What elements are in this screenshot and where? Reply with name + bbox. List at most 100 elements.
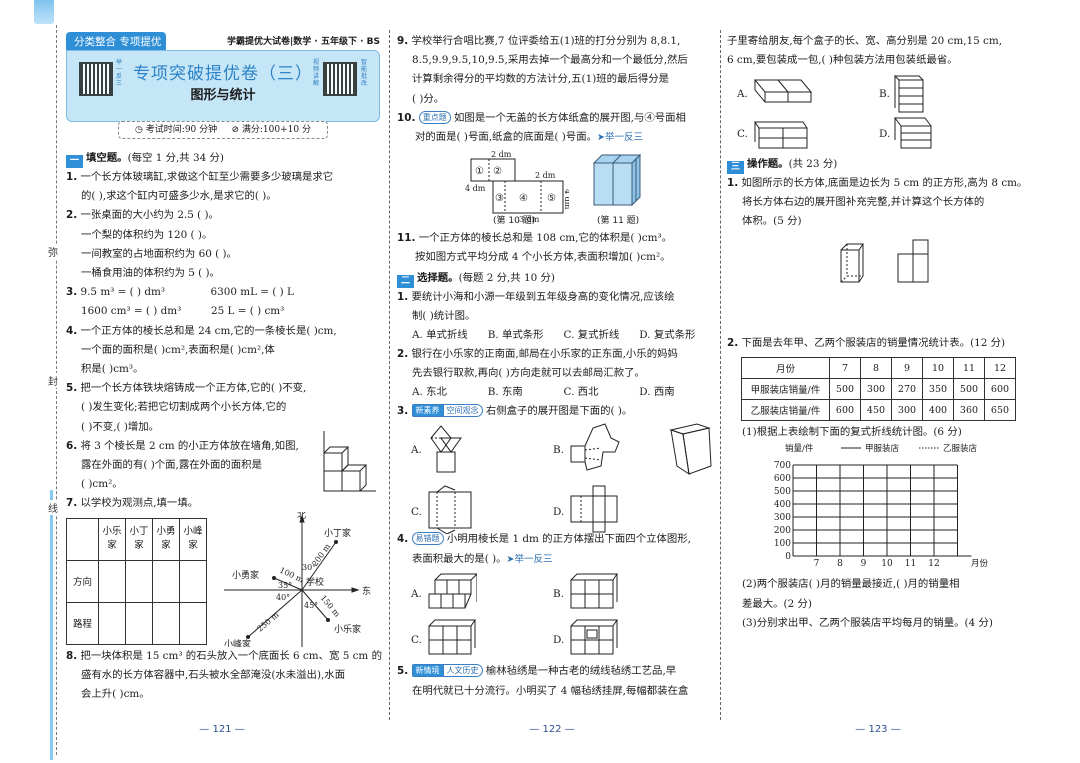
section-badge: 一: [66, 155, 83, 168]
qr-label: 视频讲解: [313, 59, 320, 87]
answer-cell[interactable]: [98, 559, 126, 603]
question-1: 1. 一个长方体玻璃缸,求做这个缸至少需要多少玻璃是求它 的( ),求这个缸内可…: [66, 171, 334, 203]
answer-cell[interactable]: [179, 559, 207, 603]
series-title: 学霸提优大试卷|数学 · 五年级下 · BS: [226, 37, 380, 47]
answer-cell[interactable]: [125, 601, 153, 645]
column-separator: [720, 30, 721, 720]
svg-text:35°: 35°: [278, 581, 292, 590]
svg-text:销量/件: 销量/件: [785, 443, 814, 454]
svg-text:200: 200: [774, 526, 791, 536]
question-2: 2. 一张桌面的大小约为 2.5 ( )。 一个梨的体积约为 120 ( )。 …: [66, 209, 237, 280]
svg-text:2 dm: 2 dm: [491, 150, 512, 159]
answer-cell[interactable]: [98, 601, 126, 645]
package-option-c: [754, 121, 808, 149]
mc-question-2: 2. 银行在小乐家的正南面,邮局在小乐家的正东面,小乐的妈妈 先去银行取款,再向…: [397, 348, 678, 399]
question-11: 11. 一个正方体的棱长总和是 108 cm,它的体积是( )cm³。 按如图方…: [397, 232, 673, 264]
page-number: — 122 —: [529, 724, 575, 735]
svg-text:3 dm: 3 dm: [519, 215, 540, 224]
split-cube-figure: [592, 154, 642, 207]
net-option-b: [570, 423, 620, 472]
exam-time: 考试时间:90 分钟: [145, 125, 218, 135]
answer-cell[interactable]: [152, 559, 180, 603]
svg-text:学校: 学校: [306, 576, 324, 588]
direction-diagram: 北 东 学校 小丁家 30° 200 m 小勇家 35° 100 m 小峰家 4…: [224, 512, 371, 648]
svg-text:100: 100: [774, 539, 791, 549]
header-card: 分类整合 专项提优 学霸提优大试卷|数学 · 五年级下 · BS 举一反三 视频…: [66, 32, 380, 142]
svg-text:9: 9: [861, 559, 867, 569]
binding-char: 线: [48, 500, 58, 515]
svg-text:4 dm: 4 dm: [465, 184, 486, 193]
svg-text:4 dm: 4 dm: [563, 189, 569, 210]
box-net-figure: 2 dm 2 dm 4 dm 4 dm 3 dm ① ② ③ ④ ⑤: [465, 150, 569, 224]
cube-stack-b: [570, 573, 618, 609]
svg-text:8: 8: [837, 559, 843, 569]
figure-caption: (第 11 题): [597, 216, 640, 227]
svg-text:250 m: 250 m: [256, 610, 282, 633]
answer-cell[interactable]: [179, 601, 207, 645]
svg-text:小勇家: 小勇家: [232, 569, 259, 581]
binding-char: 封: [48, 373, 58, 388]
svg-text:月份: 月份: [971, 558, 989, 569]
svg-text:7: 7: [814, 559, 820, 569]
answer-cell[interactable]: [152, 601, 180, 645]
cube-stack-d: [570, 619, 618, 655]
svg-text:600: 600: [774, 474, 791, 484]
mc-question-4: 4. 易错题 小明用棱长是 1 dm 的正方体摆出下面四个立体图形, 表面积最大…: [397, 530, 715, 662]
qr-label: 举一反三: [116, 59, 123, 87]
svg-text:40°: 40°: [276, 593, 290, 602]
svg-text:300: 300: [774, 513, 791, 523]
qr-code-icon: [323, 62, 357, 96]
svg-text:④: ④: [519, 193, 528, 204]
full-score: 满分:100+10 分: [241, 125, 311, 135]
question-5: 5. 把一个长方体铁块熔铸成一个正方体,它的( )不变, ( )发生变化;若把它…: [66, 382, 307, 433]
svg-text:700: 700: [774, 461, 791, 471]
question-9: 9. 学校举行合唱比赛,7 位评委给五(1)班的打分分别为 8,8.1, 8.5…: [397, 35, 688, 105]
question-6: 6. 将 3 个棱长是 2 cm 的小正方体放在墙角,如图, 露在外面的有( )…: [66, 430, 382, 495]
exam-info: ◷ 考试时间:90 分钟 ⊘ 满分:100+10 分: [118, 121, 328, 139]
binding-strip: [50, 490, 53, 760]
question-10: 10. 重点题 如图是一个无盖的长方体纸盒的展开图,与④号面相 对的面是( )号…: [397, 110, 686, 144]
answer-cell[interactable]: [125, 559, 153, 603]
figures-10-11: 2 dm 2 dm 4 dm 4 dm 3 dm ① ② ③ ④ ⑤ (第 10…: [397, 147, 715, 227]
question-7: 7. 以学校为观测点,填一填。 小乐家 小丁家 小勇家 小峰家 方向 路程: [66, 494, 382, 648]
net-option-c: [428, 485, 472, 535]
svg-text:2 dm: 2 dm: [535, 171, 556, 180]
binding-cut-line: [56, 25, 57, 755]
paper-title: 专项突破提优卷（三）: [133, 64, 313, 84]
mc-question-5-continued: 子里寄给朋友,每个盒子的长、宽、高分别是 20 cm,15 cm, 6 cm,要…: [727, 32, 1039, 154]
qr-label: 智能批改: [361, 59, 368, 87]
svg-text:③: ③: [495, 193, 504, 204]
question-4: 4. 一个正方体的棱长总和是 24 cm,它的一条棱长是( )cm, 一个面的面…: [66, 324, 337, 376]
qr-code-icon: [79, 62, 113, 96]
svg-text:150 m: 150 m: [318, 594, 341, 620]
title-banner: 举一反三 视频讲解 智能批改 专项突破提优卷（三） 图形与统计: [66, 50, 380, 122]
mc-question-5: 5. 新情境人文历史 榆林毡绣是一种古老的绒线毡绣工艺品,早 在明代就已十分流行…: [397, 664, 689, 697]
page-number: — 121 —: [199, 724, 245, 735]
svg-text:⑤: ⑤: [547, 193, 556, 204]
practice-link[interactable]: ➤举一反三: [596, 132, 643, 144]
category-tab: 分类整合 专项提优: [66, 32, 166, 52]
check-icon: ⊘: [231, 125, 239, 135]
practice-link[interactable]: ➤举一反三: [506, 553, 553, 565]
svg-text:甲服装店: 甲服装店: [865, 443, 900, 454]
svg-text:200 m: 200 m: [310, 542, 332, 568]
mc-question-1: 1. 要统计小海和小源一年级到五年级身高的变化情况,应该绘 制( )统计图。 A…: [397, 290, 696, 342]
direction-table: 小乐家 小丁家 小勇家 小峰家 方向 路程: [66, 517, 207, 645]
figure-caption: (第 10 题): [493, 216, 536, 227]
key-question-tag: 重点题: [418, 110, 451, 124]
svg-text:10: 10: [881, 559, 893, 569]
svg-text:乙服装店: 乙服装店: [943, 443, 978, 454]
svg-text:11: 11: [905, 559, 916, 569]
binding-tab: [34, 0, 54, 24]
section-heading: 三操作题。(共 23 分): [727, 154, 1039, 174]
page-122: 9. 学校举行合唱比赛,7 位评委给五(1)班的打分分别为 8,8.1, 8.5…: [397, 32, 715, 701]
cuboid-figure: [840, 243, 864, 283]
section-points: (每空 1 分,共 34 分): [127, 152, 224, 164]
svg-text:①: ①: [475, 166, 484, 177]
svg-text:12: 12: [928, 559, 939, 569]
paper-subtitle: 图形与统计: [190, 88, 256, 103]
cube-stack-a: [428, 573, 477, 609]
